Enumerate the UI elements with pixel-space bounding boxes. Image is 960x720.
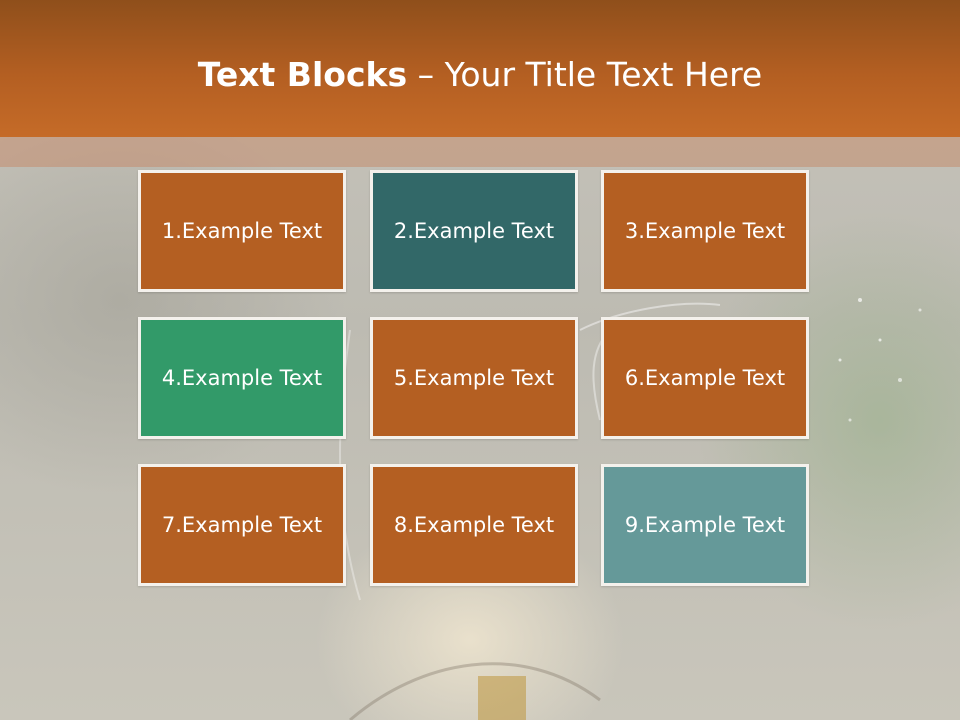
text-block-6-label: 6.Example Text: [624, 366, 786, 390]
text-block-8[interactable]: 8.Example Text: [370, 464, 578, 586]
title-bar-band: [0, 137, 960, 167]
text-block-5-label: 5.Example Text: [393, 366, 555, 390]
title-dash: –: [407, 55, 445, 94]
text-block-2-label: 2.Example Text: [393, 219, 555, 243]
text-block-9[interactable]: 9.Example Text: [601, 464, 809, 586]
page-title: Text Blocks – Your Title Text Here: [0, 52, 960, 98]
text-block-9-label: 9.Example Text: [624, 513, 786, 537]
text-block-7[interactable]: 7.Example Text: [138, 464, 346, 586]
text-block-7-label: 7.Example Text: [161, 513, 323, 537]
text-block-2[interactable]: 2.Example Text: [370, 170, 578, 292]
text-block-1-label: 1.Example Text: [161, 219, 323, 243]
text-block-8-label: 8.Example Text: [393, 513, 555, 537]
text-block-3[interactable]: 3.Example Text: [601, 170, 809, 292]
text-block-4-label: 4.Example Text: [161, 366, 323, 390]
text-block-4[interactable]: 4.Example Text: [138, 317, 346, 439]
text-block-3-label: 3.Example Text: [624, 219, 786, 243]
title-rest: Your Title Text Here: [444, 55, 763, 94]
text-blocks-grid: 1.Example Text 2.Example Text 3.Example …: [138, 170, 816, 594]
text-block-5[interactable]: 5.Example Text: [370, 317, 578, 439]
title-bar: [0, 0, 960, 137]
text-block-1[interactable]: 1.Example Text: [138, 170, 346, 292]
text-block-6[interactable]: 6.Example Text: [601, 317, 809, 439]
title-bold: Text Blocks: [197, 55, 408, 94]
